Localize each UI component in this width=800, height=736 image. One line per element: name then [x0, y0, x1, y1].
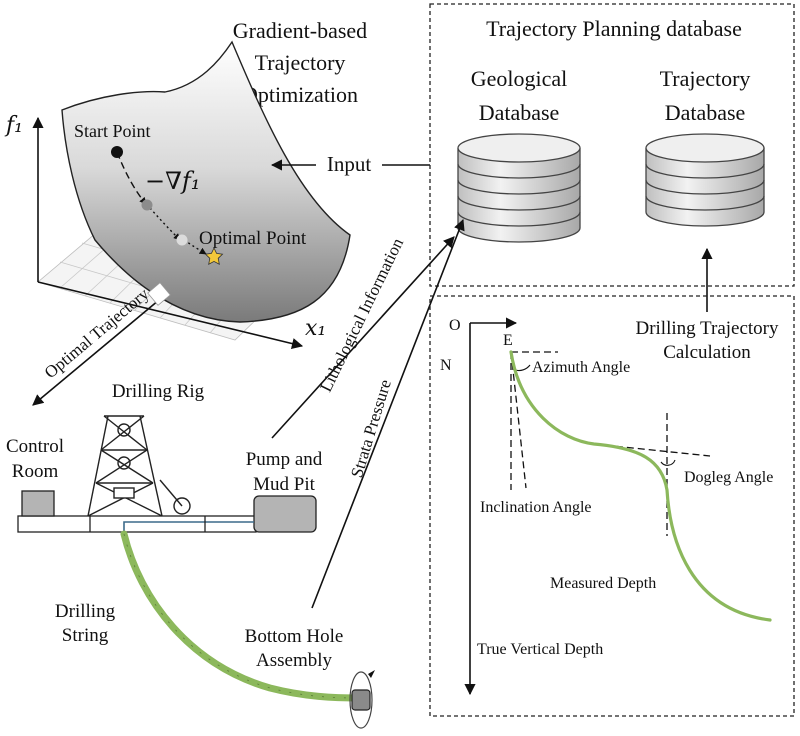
trajectory-frame [429, 295, 795, 717]
input-label-bg [316, 150, 382, 176]
true-vertical-depth-label: True Vertical Depth [477, 641, 603, 658]
rig-deck [17, 515, 257, 533]
calculation-label-line-1: Drilling Trajectory [635, 318, 779, 339]
geological-db-label-line-2: Database [479, 100, 560, 125]
trajectory-db-label-line-1: Trajectory [660, 66, 751, 91]
database-panel: Trajectory Planning database Geological … [429, 3, 795, 287]
azimuth-angle-label: Azimuth Angle [532, 359, 630, 376]
gradient-label: −∇f₁ [145, 167, 200, 195]
optimization-title-line-1: Gradient-based [233, 18, 367, 43]
optimization-title-line-3: Optimization [242, 82, 358, 107]
trajectory-database-icon [645, 133, 765, 227]
well-trajectory-curve [509, 350, 772, 622]
rig-section: Drilling Rig Control Room Pump and Mud P… [6, 381, 375, 729]
input-label: Input [327, 152, 371, 176]
start-point-marker [111, 146, 123, 158]
trajectory-panel: O E N Azimuth Angle Inclination Angle Do… [429, 295, 795, 717]
bottom-hole-assembly-icon [349, 670, 375, 729]
drilling-string [120, 530, 364, 702]
strata-pressure-label: Strata Pressure [347, 377, 395, 480]
optimal-point-label: Optimal Point [199, 228, 307, 249]
optimization-title-line-2: Trajectory [255, 50, 346, 75]
bha-label-line-1: Bottom Hole [245, 626, 344, 647]
lithological-arrow [271, 236, 455, 439]
objective-surface [61, 40, 351, 323]
calculation-label-line-2: Calculation [663, 342, 751, 363]
bha-label-line-2: Assembly [256, 650, 333, 671]
dogleg-angle-label: Dogleg Angle [684, 469, 773, 486]
intermediate-point-marker-2 [176, 234, 188, 246]
angle-construction-lines [510, 351, 711, 536]
f1-axis-label: f₁ [4, 113, 23, 138]
calculation-label-bg [620, 312, 792, 366]
origin-label: O [449, 317, 461, 334]
optimal-trajectory-connector [147, 282, 171, 306]
intermediate-point-marker [141, 199, 153, 211]
pump-label-line-2: Mud Pit [253, 474, 315, 495]
east-label: E [503, 332, 513, 349]
database-frame [429, 3, 795, 287]
optimal-trajectory-arrow [32, 294, 166, 406]
control-room-label-line-2: Room [12, 461, 59, 482]
geological-database-icon [457, 133, 581, 243]
strata-pressure-arrow [311, 218, 465, 609]
drilling-string-label-line-1: Drilling [55, 601, 116, 622]
inclination-angle-label: Inclination Angle [480, 499, 592, 516]
pump-label-line-1: Pump and [246, 449, 323, 470]
drilling-string-label-line-2: String [62, 625, 109, 646]
dogleg-arc-icon [660, 459, 676, 466]
x1-axis-label: x₁ [305, 316, 326, 341]
control-room-icon [21, 490, 55, 517]
measured-depth-label: Measured Depth [550, 575, 656, 592]
control-room-label-line-1: Control [6, 436, 64, 457]
derrick-icon [87, 415, 191, 517]
pump-mud-pit-icon [253, 495, 317, 533]
optimization-panel: Gradient-based Trajectory Optimization f… [4, 18, 367, 350]
drilling-rig-label: Drilling Rig [112, 381, 205, 402]
azimuth-arc [514, 364, 531, 372]
x1-axis [37, 281, 304, 350]
geological-db-label-line-1: Geological [471, 66, 568, 91]
database-title: Trajectory Planning database [486, 16, 742, 41]
north-label: N [440, 357, 452, 374]
optimal-star-icon [204, 247, 224, 265]
trajectory-db-label-line-2: Database [665, 100, 746, 125]
start-point-label: Start Point [74, 121, 151, 141]
